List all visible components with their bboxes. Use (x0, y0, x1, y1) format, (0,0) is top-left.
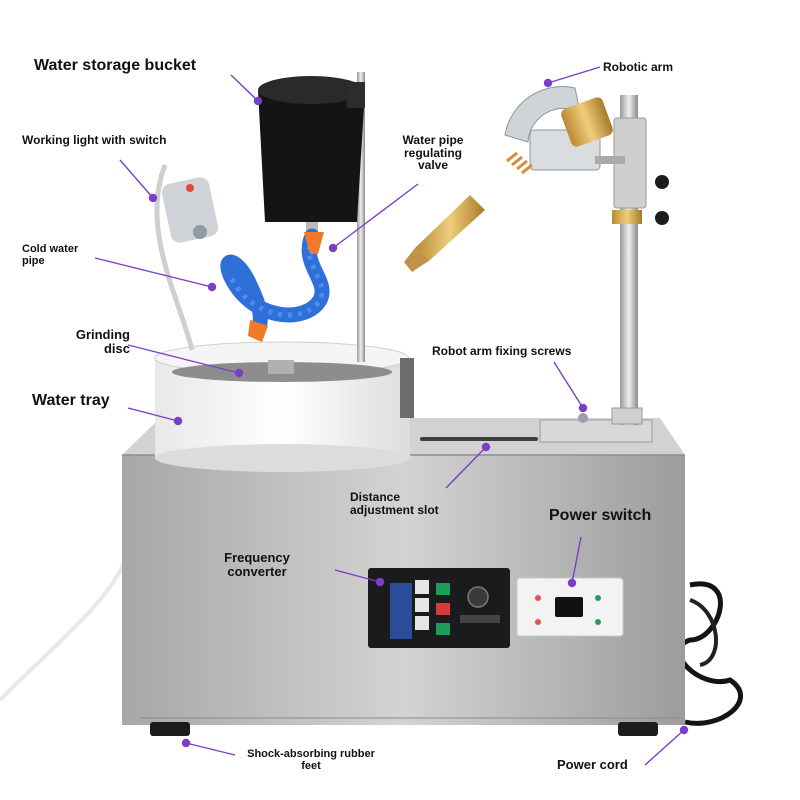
distance-slot (420, 437, 538, 441)
callout-pointers (94, 66, 689, 766)
power-switch-panel (516, 577, 624, 637)
bucket-support-rod (357, 72, 365, 362)
label-frequency-converter: Frequency converter (224, 550, 290, 579)
power-cord-loop (689, 598, 718, 667)
label-water-pipe-valve: Water pipe regulating valve (402, 133, 464, 173)
label-robotic-arm: Robotic arm (603, 60, 674, 74)
collet-holder (404, 151, 533, 272)
robotic-arm-head (504, 86, 625, 171)
rubber-foot-left (150, 722, 190, 736)
rubber-foot-right (618, 722, 658, 736)
label-grinding-disc: Grinding disc (75, 327, 130, 356)
frequency-converter-panel (368, 568, 510, 648)
label-working-light: Working light with switch (22, 133, 167, 147)
label-water-storage-bucket: Water storage bucket (34, 57, 197, 74)
label-water-tray: Water tray (32, 392, 110, 409)
power-cord (676, 581, 744, 726)
label-power-switch: Power switch (549, 507, 652, 524)
water-tray (154, 341, 414, 472)
background-cable (0, 559, 127, 702)
label-shock-absorbing-feet: Shock-absorbing rubber feet (247, 748, 375, 772)
label-power-cord: Power cord (557, 757, 628, 772)
water-storage-bucket (258, 76, 365, 234)
label-cold-water-pipe: Cold water pipe (22, 243, 79, 267)
cold-water-hose (220, 228, 330, 342)
label-distance-adjustment-slot: Distance adjustment slot (350, 490, 439, 517)
working-light (154, 164, 219, 351)
label-robot-arm-fixing-screws: Robot arm fixing screws (432, 344, 572, 358)
